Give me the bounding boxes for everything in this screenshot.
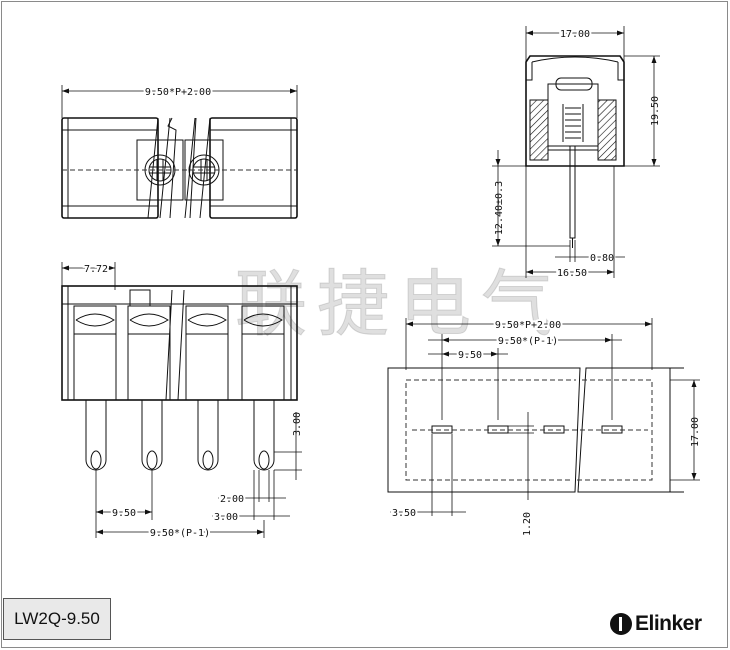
model-label: LW2Q-9.50 [14,609,100,628]
dim-pcb-total: 9.50*P+2.00 [495,320,561,331]
dim-pcb-pitch-total: 9.50*(P-1) [498,336,558,347]
dim-side-width: 17.00 [560,29,590,40]
dim-pin-hole-width: 2.00 [220,494,244,505]
dim-pin-thickness: 0.80 [590,253,614,264]
dim-pcb-height: 17.00 [690,417,701,447]
dim-pin-length: 12.40±0.3 [494,181,505,235]
top-view: 9.50*P+2.00 [61,85,298,219]
side-view: 17.00 19.50 [492,26,661,281]
dim-front-offset: 7.72 [84,264,108,275]
logo-text: Elinker [635,612,702,635]
dim-side-height: 19.50 [650,96,661,126]
dim-side-depth: 16.50 [557,268,587,279]
dim-pin-slot: 3.00 [214,512,238,523]
front-view: 7.72 [61,262,303,541]
dim-pitch-total: 9.50*(P-1) [150,528,210,539]
brand-logo: Elinker [610,612,702,636]
dim-pcb-hole-width: 1.20 [522,512,533,536]
dim-pin-tip: 3.00 [292,412,303,436]
pcb-layout-view: 9.50*P+2.00 9.50*(P-1) 9.50 17.00 [387,318,701,536]
dim-pcb-offset: 3.50 [392,508,416,519]
dim-top-pitch-total: 9.50*P+2.00 [145,87,211,98]
dim-pitch: 9.50 [112,508,136,519]
logo-mark-icon [610,613,632,635]
model-label-box: LW2Q-9.50 [3,598,111,640]
dim-pcb-pitch: 9.50 [458,350,482,361]
